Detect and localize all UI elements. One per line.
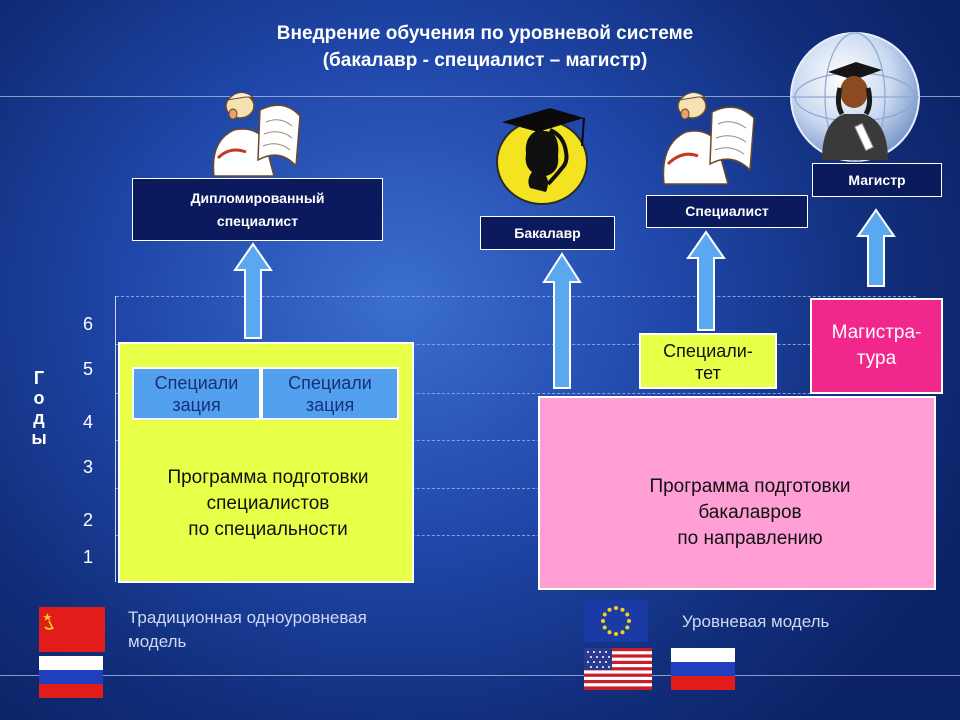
specialization-cell: Специали зация bbox=[132, 367, 261, 420]
magistratura-line-2: тура bbox=[856, 348, 897, 369]
program-line-1: Программа подготовки bbox=[649, 476, 851, 497]
program-line-2: бакалавров bbox=[698, 502, 802, 523]
level-model-label: Уровневая модель bbox=[682, 612, 830, 631]
title-line-1: Внедрение обучения по уровневой системе bbox=[276, 23, 694, 44]
gridline-1 bbox=[116, 535, 916, 536]
eu-flag-icon bbox=[584, 600, 648, 642]
program-line-3: по направлению bbox=[677, 528, 823, 549]
program-line-1: Программа подготовки bbox=[167, 467, 369, 488]
traditional-model-label: Традиционная одноуровневая модель bbox=[128, 606, 448, 654]
axis-tick-3: 3 bbox=[82, 457, 93, 477]
usa-flag-icon bbox=[584, 648, 652, 690]
specialization-line-2: зация bbox=[172, 395, 221, 415]
scholar-figure-icon bbox=[212, 92, 301, 177]
years-letter: Г bbox=[33, 368, 45, 388]
bachelor-label: Бакалавр bbox=[480, 216, 615, 250]
magistratura-line-1: Магистра- bbox=[831, 322, 922, 343]
ussr-flag-icon bbox=[39, 607, 105, 652]
specialist-label: Специалист bbox=[646, 195, 808, 228]
arrow-up-icon bbox=[686, 230, 726, 331]
russia-flag-icon bbox=[39, 656, 103, 698]
arrow-up-icon bbox=[856, 208, 896, 287]
years-letter: о bbox=[33, 388, 45, 408]
axis-tick-2: 2 bbox=[82, 510, 93, 530]
specialization-line-1: Специали bbox=[154, 373, 239, 393]
years-letter: ы bbox=[31, 428, 47, 448]
axis-tick-6: 6 bbox=[82, 314, 93, 334]
traditional-model-line-2: модель bbox=[128, 632, 187, 651]
title-line-2: (бакалавр - специалист – магистр) bbox=[322, 50, 648, 71]
diploma-specialist-line-2: специалист bbox=[216, 213, 299, 229]
level-program-text: Программа подготовки бакалавров по напра… bbox=[560, 474, 940, 552]
gridline-4 bbox=[116, 393, 916, 394]
program-line-3: по специальности bbox=[188, 519, 348, 540]
top-divider bbox=[0, 96, 960, 97]
level-program-box bbox=[538, 396, 936, 590]
magistratura-box: Магистра- тура bbox=[810, 298, 943, 394]
axis-tick-5: 5 bbox=[82, 359, 93, 379]
years-axis-title: Г о д ы bbox=[30, 368, 48, 448]
scholar-figure-icon bbox=[662, 92, 755, 185]
program-line-2: специалистов bbox=[206, 493, 330, 514]
arrow-up-icon bbox=[542, 252, 582, 389]
years-letter: д bbox=[33, 408, 45, 428]
specialization-line-1: Специали bbox=[288, 373, 372, 393]
years-axis bbox=[115, 296, 116, 582]
traditional-model-line-1: Традиционная одноуровневая bbox=[128, 608, 367, 627]
axis-tick-4: 4 bbox=[82, 412, 93, 432]
specialization-cell: Специали зация bbox=[261, 367, 399, 420]
slide-title: Внедрение обучения по уровневой системе … bbox=[180, 20, 790, 74]
traditional-program-text: Программа подготовки специалистов по спе… bbox=[124, 465, 412, 543]
axis-tick-1: 1 bbox=[82, 547, 93, 567]
arrow-up-icon bbox=[233, 242, 273, 339]
diploma-specialist-line-1: Дипломированный bbox=[190, 190, 325, 206]
gridline-3 bbox=[116, 440, 916, 441]
russia-flag-icon bbox=[671, 648, 735, 690]
diploma-specialist-label: Дипломированный специалист bbox=[132, 178, 383, 241]
gridline-2 bbox=[116, 488, 916, 489]
specialitet-line-2: тет bbox=[695, 363, 721, 383]
master-globe-icon bbox=[790, 32, 920, 162]
master-label: Магистр bbox=[812, 163, 942, 197]
gridline-6 bbox=[116, 296, 916, 297]
specialitet-line-1: Специали- bbox=[663, 341, 753, 361]
bottom-divider bbox=[0, 675, 960, 676]
graduate-silhouette-icon bbox=[496, 108, 588, 205]
specialitet-box: Специали- тет bbox=[639, 333, 777, 389]
gridline-5 bbox=[116, 344, 916, 345]
specialization-line-2: зация bbox=[305, 395, 355, 415]
